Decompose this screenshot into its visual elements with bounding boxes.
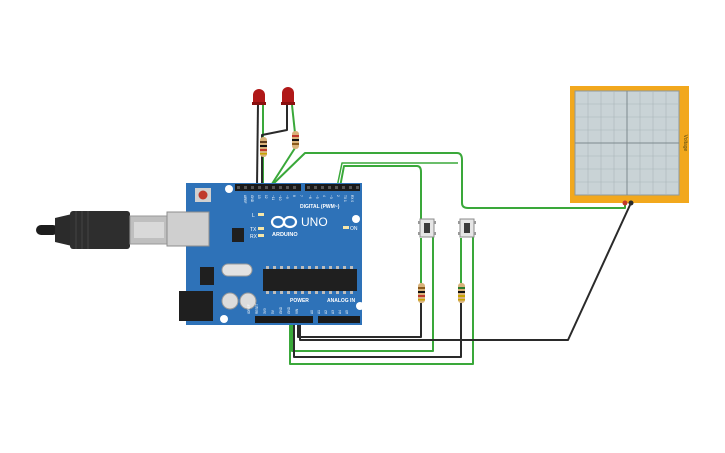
arduino-uno-board[interactable]: UNO ARDUINO DIGITAL (PWM~) POWER ANALOG … [166,183,364,325]
power-label: POWER [290,298,309,304]
led-red-1[interactable] [252,89,266,105]
wire-btn2-black [293,303,462,358]
digital-pin-label: 2 [336,195,340,197]
analog-pin-label: A1 [317,310,321,314]
analog-header [318,316,360,323]
wire-btn2-green [289,233,474,365]
wires [256,102,631,365]
power-jack [179,291,213,321]
analog-pin-label: A5 [345,310,349,314]
wire-led2-black [261,105,288,187]
digital-label: DIGITAL (PWM~) [300,204,340,210]
digital-pin-label: ~9 [285,195,289,199]
pushbutton-1[interactable] [418,218,436,238]
power-pin-label: GND [279,306,283,314]
power-pin-label: VIN [295,308,299,314]
resistor-led-2[interactable] [292,131,299,149]
capacitor [239,292,257,310]
power-header [255,316,313,323]
resistor-button-2[interactable] [458,283,465,303]
wire-pin2-to-button1 [339,165,422,226]
wire-pin3-to-button2 [336,162,458,188]
crystal [221,263,253,277]
digital-pin-label: ~11 [271,195,275,200]
wire-led1-black [256,102,259,188]
arduino-logo-icon [270,215,298,229]
analog-pin-label: A4 [338,310,342,314]
digital-pin-label: RX 0 [350,195,354,202]
resistor-button-1[interactable] [418,283,425,303]
l-label: L [252,213,255,219]
atmega-chip [263,269,357,291]
digital-pin-label: 13 [257,195,261,199]
pushbutton-2[interactable] [458,218,476,238]
analog-pin-label: A3 [331,310,335,314]
analog-pin-label: A2 [324,310,328,314]
mount-hole [225,185,233,193]
digital-pin-label: 7 [299,195,303,197]
gnd-label: GND [250,195,254,203]
resistor-led-1[interactable] [260,137,267,157]
board-model: UNO [301,215,328,229]
analog-pin-label: A0 [310,310,314,314]
power-pin-label: GND [287,306,291,314]
digital-pin-label: ~6 [308,195,312,199]
wire-btn1-green [291,233,434,352]
mount-hole [356,302,364,310]
analog-label: ANALOG IN [327,298,355,304]
power-pin-label: 3V3 [263,308,267,314]
wire-pin-to-scope [269,152,626,209]
digital-pin-label: 4 [322,195,326,197]
digital-pin-label: 8 [292,195,296,197]
on-label: ON [350,226,358,232]
wire-led2-green [291,104,296,134]
usb-cable [36,211,169,249]
probe-terminal-negative[interactable] [628,200,634,206]
digital-pin-label: 12 [264,195,268,199]
digital-pin-label: TX 1 [343,195,347,202]
mount-hole [220,315,228,323]
tx-label: TX [250,227,257,233]
mount-hole [352,215,360,223]
usb-jack [166,211,210,247]
oscilloscope[interactable]: Voltage [570,86,689,206]
rx-label: RX [250,234,258,240]
digital-header-right [305,184,360,191]
board-brand: ARDUINO [272,232,298,238]
digital-pin-label: ~10 [278,195,282,201]
wire-led2-res-green [269,147,296,188]
wire-scope-gnd [299,204,631,341]
voltage-regulator [200,267,214,285]
wire-btn1-black [297,303,422,338]
digital-pin-label: ~5 [315,195,319,199]
digital-pin-label: ~3 [329,195,333,199]
onboard-led-l [258,213,264,216]
power-pin-label: 5V [271,309,275,314]
onboard-led-tx [258,227,264,230]
led-red-2[interactable] [281,87,295,105]
usb-chip [232,228,244,242]
power-pin-label: IOREF [247,304,251,314]
onboard-led-rx [258,234,264,237]
power-pin-label: RESET [255,303,259,314]
probe-terminal-positive[interactable] [622,200,628,206]
oscilloscope-label: Voltage [682,135,688,152]
capacitor [221,292,239,310]
aref-label: AREF [243,195,247,204]
onboard-led-on [343,226,349,229]
